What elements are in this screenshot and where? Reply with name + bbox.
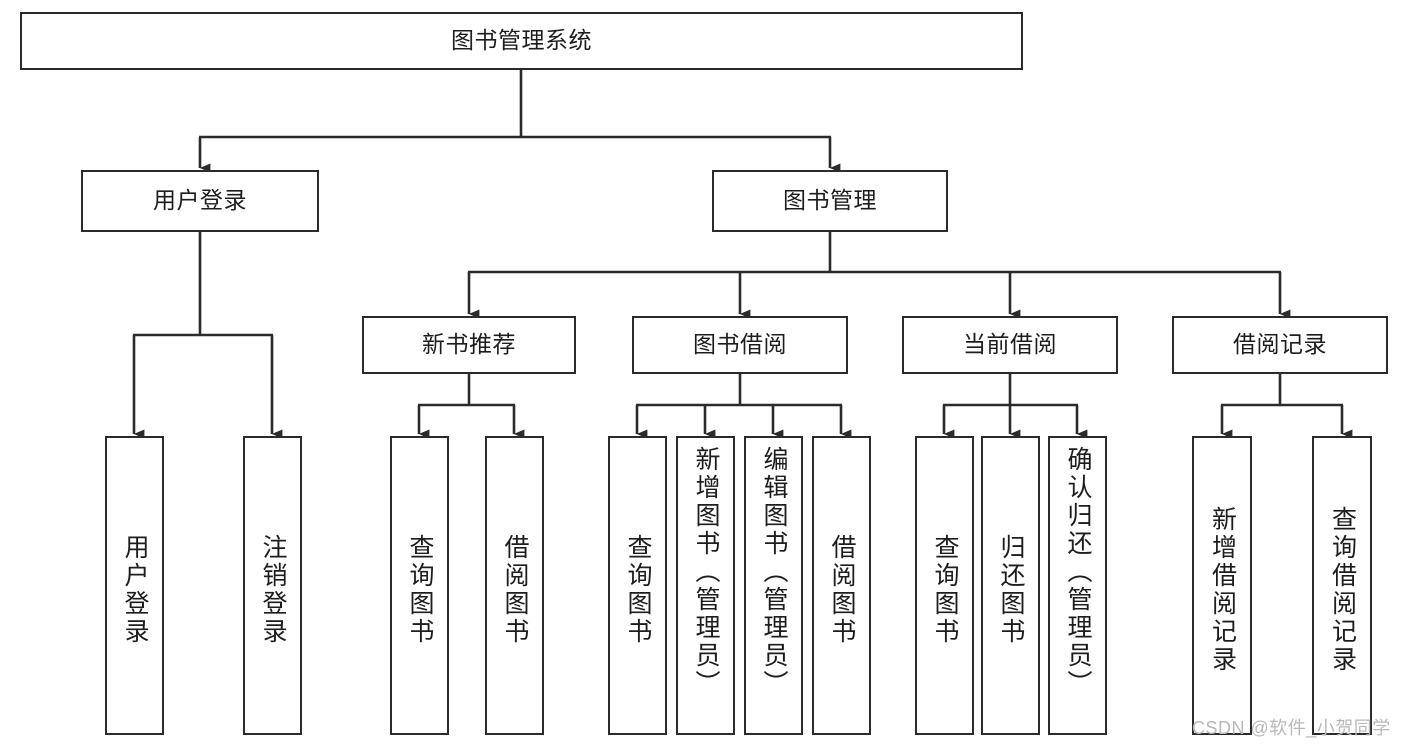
node-label: 编辑图书（管理员）: [760, 446, 788, 698]
node-borrow-record[interactable]: 借阅记录: [1172, 316, 1388, 374]
node-new-book-recommend[interactable]: 新书推荐: [362, 316, 576, 374]
leaf-add-book-admin[interactable]: 新增图书（管理员）: [676, 436, 735, 735]
leaf-borrow-book-newbook[interactable]: 借阅图书: [485, 436, 544, 735]
node-label: 确认归还（管理员）: [1064, 446, 1092, 698]
leaf-query-borrow-record[interactable]: 查询借阅记录: [1312, 436, 1372, 735]
leaf-confirm-return-admin[interactable]: 确认归还（管理员）: [1048, 436, 1107, 735]
node-book-management[interactable]: 图书管理: [712, 170, 948, 232]
node-label: 查询借阅记录: [1328, 505, 1357, 674]
node-user-login[interactable]: 用户登录: [81, 170, 319, 232]
node-label: 用户登录: [121, 533, 149, 646]
node-label: 图书借阅: [693, 331, 787, 358]
node-label: 图书管理: [783, 187, 877, 214]
leaf-borrow-book[interactable]: 借阅图书: [812, 436, 871, 735]
node-root-system[interactable]: 图书管理系统: [20, 12, 1023, 70]
leaf-logout-login[interactable]: 注销登录: [243, 436, 302, 735]
leaf-add-borrow-record[interactable]: 新增借阅记录: [1192, 436, 1252, 735]
leaf-user-login[interactable]: 用户登录: [105, 436, 164, 735]
node-label: 借阅图书: [828, 533, 856, 646]
leaf-edit-book-admin[interactable]: 编辑图书（管理员）: [744, 436, 803, 735]
connector-lines: [132, 70, 1353, 439]
node-label: 图书管理系统: [451, 27, 592, 54]
node-label: 查询图书: [406, 533, 434, 646]
leaf-query-book-newbook[interactable]: 查询图书: [390, 436, 449, 735]
node-label: 注销登录: [259, 533, 287, 646]
node-label: 归还图书: [997, 533, 1025, 646]
node-label: 新增图书（管理员）: [692, 446, 720, 698]
leaf-return-book[interactable]: 归还图书: [981, 436, 1040, 735]
node-current-borrow[interactable]: 当前借阅: [902, 316, 1118, 374]
leaf-query-book-borrow[interactable]: 查询图书: [608, 436, 667, 735]
node-label: 查询图书: [931, 533, 959, 646]
leaf-query-book-current[interactable]: 查询图书: [915, 436, 974, 735]
node-label: 用户登录: [153, 187, 247, 214]
node-label: 新增借阅记录: [1208, 505, 1237, 674]
node-label: 借阅图书: [501, 533, 529, 646]
node-label: 借阅记录: [1233, 331, 1327, 358]
node-label: 新书推荐: [422, 331, 516, 358]
node-label: 当前借阅: [963, 331, 1057, 358]
node-label: 查询图书: [624, 533, 652, 646]
node-book-borrow[interactable]: 图书借阅: [632, 316, 848, 374]
